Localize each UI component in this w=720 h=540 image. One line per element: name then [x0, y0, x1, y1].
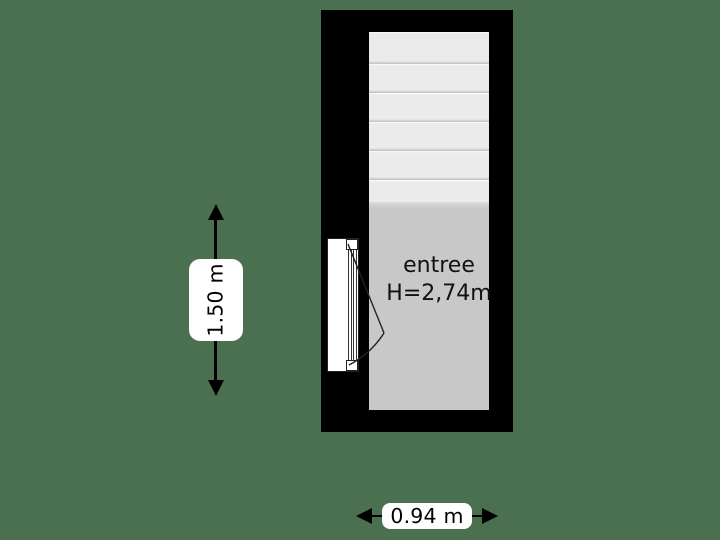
arrow-left-icon [356, 508, 372, 524]
room-interior-entree[interactable] [369, 32, 489, 410]
dimension-vertical: 1.50 m [189, 200, 243, 400]
stair-tread [369, 151, 489, 180]
door-swing-arc-icon [347, 243, 385, 366]
door-leaf-line [347, 243, 385, 334]
dimension-horizontal-label: 0.94 m [382, 503, 472, 529]
arrow-up-icon [207, 204, 224, 220]
stair-tread [369, 64, 489, 93]
door-panel-line [350, 250, 352, 360]
stair-tread [369, 122, 489, 151]
arrow-down-icon [207, 380, 224, 396]
stair-tread [369, 32, 489, 64]
dimension-horizontal: 0.94 m [352, 496, 502, 536]
staircase [369, 32, 489, 208]
door-hinge-block-top [346, 239, 358, 250]
dimension-vertical-text: 1.50 m [204, 263, 228, 337]
door-panel-line [353, 250, 354, 360]
door-hinge-block-bottom [346, 360, 358, 371]
door-panel-line [355, 250, 357, 360]
door-swing-arc [348, 332, 385, 366]
arrow-right-icon [482, 508, 498, 524]
staircase-base-shadow [369, 202, 489, 208]
door-panel-line [348, 250, 349, 360]
entrance-door[interactable] [327, 238, 385, 372]
dimension-vertical-label: 1.50 m [189, 259, 243, 341]
dimension-horizontal-text: 0.94 m [390, 504, 464, 528]
stair-tread [369, 93, 489, 122]
